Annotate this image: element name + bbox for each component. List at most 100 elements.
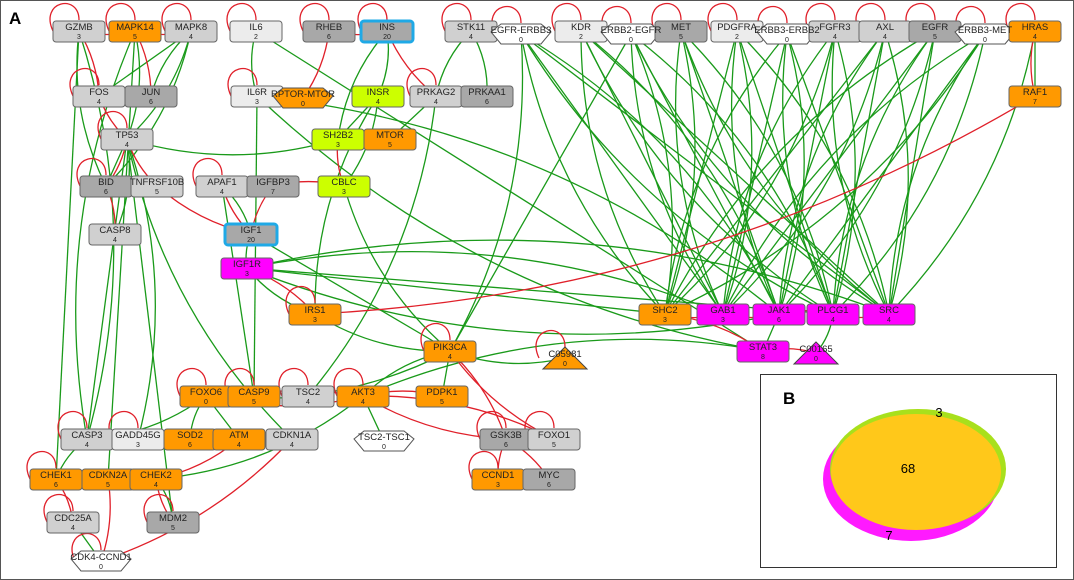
node-igf1[interactable] [223, 222, 279, 247]
node-mdm2[interactable] [146, 511, 200, 534]
node-box [124, 85, 178, 108]
node-cdkn1a[interactable] [265, 428, 319, 451]
node-degree: 3 [136, 442, 140, 449]
node-degree: 4 [448, 354, 452, 361]
node-igf1r[interactable] [220, 257, 274, 280]
node-gzmb[interactable] [52, 20, 106, 43]
node-box [265, 428, 319, 451]
node-tsc2-tsc1[interactable] [353, 430, 415, 452]
node-pdpk1[interactable] [415, 385, 469, 408]
activation-edge-egfr-gab1 [722, 30, 936, 315]
node-degree: 2 [579, 34, 583, 41]
node-raf1[interactable] [1008, 85, 1062, 108]
activation-edge-hras-src [888, 30, 1036, 315]
node-label: BID [98, 177, 114, 188]
node-stat3[interactable] [736, 340, 790, 363]
node-pik3ca[interactable] [423, 340, 477, 363]
activation-edge-met-jak1 [680, 30, 780, 315]
node-degree: 0 [382, 444, 386, 451]
node-casp9[interactable] [227, 385, 281, 408]
node-c00165[interactable] [792, 341, 840, 365]
node-met[interactable] [654, 20, 708, 43]
node-prkaa1[interactable] [460, 85, 514, 108]
node-mtor[interactable] [363, 128, 417, 151]
node-label: IRS1 [304, 305, 325, 316]
activation-edge-axl-src [884, 30, 909, 315]
self-loop-il6r [227, 68, 258, 97]
node-c05981[interactable] [541, 346, 589, 370]
node-label: IL6R [247, 87, 267, 98]
node-myc[interactable] [522, 468, 576, 491]
node-label: PRKAG2 [417, 87, 456, 98]
node-gab1[interactable] [696, 303, 750, 326]
node-mapk14[interactable] [108, 20, 162, 43]
node-insr[interactable] [351, 85, 405, 108]
node-egfr-erbb3[interactable] [490, 23, 552, 45]
node-atm[interactable] [212, 428, 266, 451]
activation-edge-pdgfra-plcg1 [736, 30, 834, 315]
node-casp8[interactable] [88, 223, 142, 246]
node-cdk4-ccnd1[interactable] [70, 550, 132, 572]
node-tsc2[interactable] [281, 385, 335, 408]
node-mapk8[interactable] [164, 20, 218, 43]
node-box [522, 468, 576, 491]
node-akt3[interactable] [336, 385, 390, 408]
node-cdc25a[interactable] [46, 511, 100, 534]
activation-edge-stat3-akt3 [362, 338, 764, 397]
self-loop-rheb [299, 3, 330, 32]
node-label: JUN [142, 87, 161, 98]
node-il6[interactable] [229, 20, 283, 43]
node-tnfrsf10b[interactable] [130, 175, 184, 198]
node-label: PRKAA1 [468, 87, 506, 98]
node-box [423, 340, 477, 363]
node-irs1[interactable] [288, 303, 342, 326]
node-degree: 3 [255, 99, 259, 106]
node-label: CBLC [331, 177, 356, 188]
node-rptor-mtor[interactable] [272, 87, 334, 109]
node-foxo1[interactable] [527, 428, 581, 451]
self-loop-gsk3b [476, 411, 507, 440]
node-plcg1[interactable] [806, 303, 860, 326]
node-degree: 4 [831, 317, 835, 324]
node-chek2[interactable] [129, 468, 183, 491]
node-label: MYC [538, 470, 559, 481]
self-loop-akt3 [333, 368, 364, 397]
self-loop-prkag2 [406, 68, 437, 97]
activation-edge-met-shc2 [664, 30, 696, 315]
node-box [108, 20, 162, 43]
node-label: TSC2 [296, 387, 320, 398]
self-loop-c05981 [535, 330, 566, 359]
node-shc2[interactable] [638, 303, 692, 326]
activation-edge-fgfr3-plcg1 [832, 30, 856, 315]
node-box [129, 468, 183, 491]
node-tp53[interactable] [100, 128, 154, 151]
node-jun[interactable] [124, 85, 178, 108]
node-jak1[interactable] [752, 303, 806, 326]
activation-edge-met-plcg1 [680, 30, 834, 315]
node-ins[interactable] [359, 19, 415, 44]
activation-edge-il6r-jak1 [256, 95, 780, 315]
node-label: ERBB3-MET [958, 25, 1013, 36]
node-src[interactable] [862, 303, 916, 326]
node-hras[interactable] [1008, 20, 1062, 43]
node-label: CCND1 [482, 470, 515, 481]
node-cblc[interactable] [317, 175, 371, 198]
self-loop-irs1 [285, 286, 316, 315]
node-igfbp3[interactable] [246, 175, 300, 198]
node-degree: 6 [504, 442, 508, 449]
self-loop-pik3ca [420, 323, 451, 352]
self-loop-mapk14 [105, 3, 136, 32]
node-rheb[interactable] [302, 20, 356, 43]
